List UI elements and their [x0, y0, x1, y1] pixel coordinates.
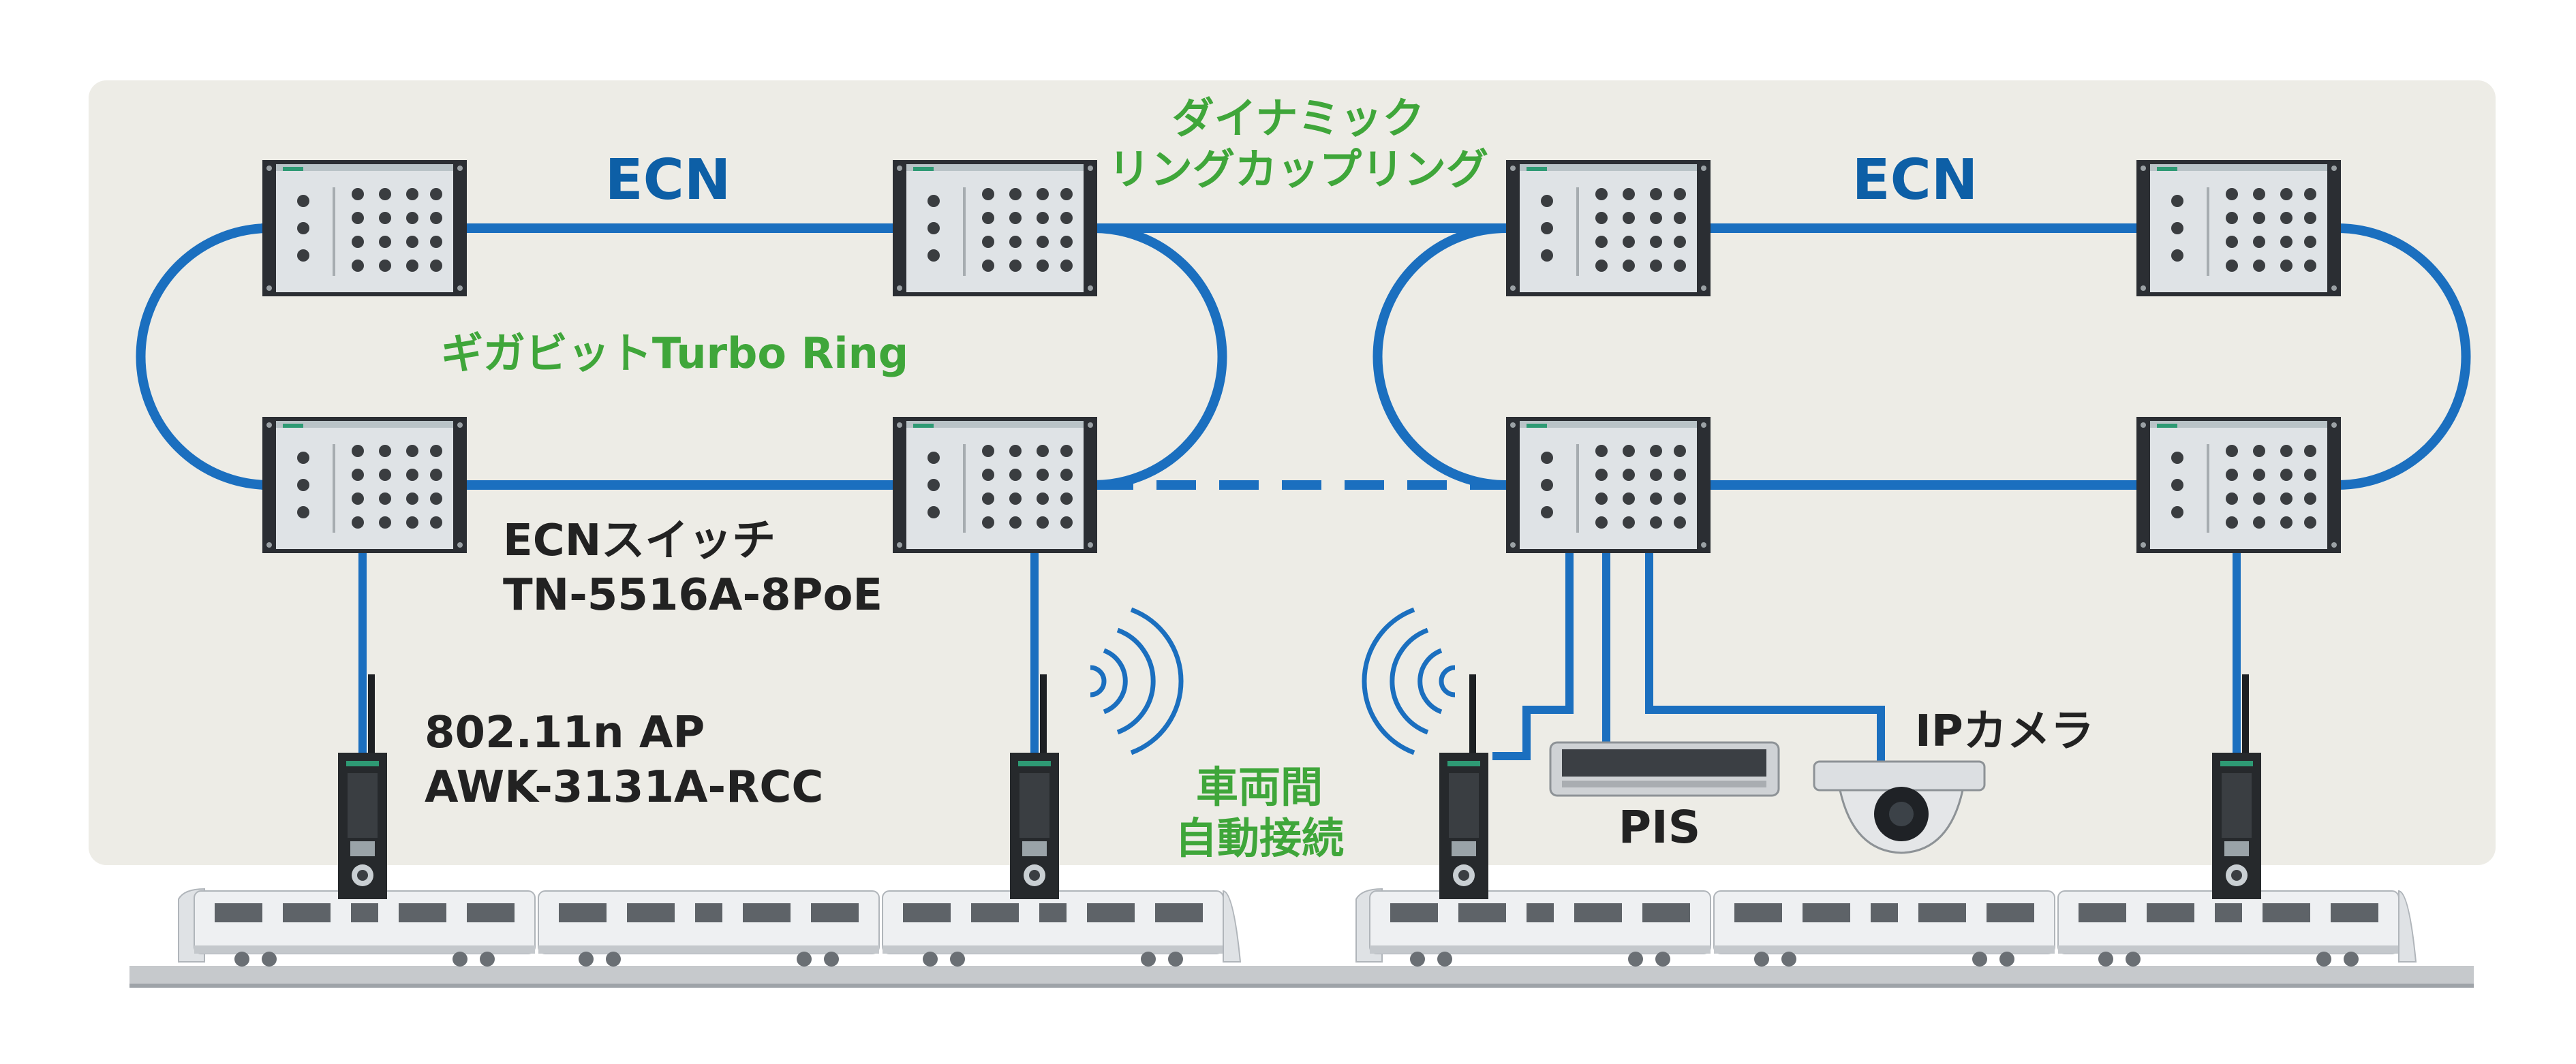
turbo-ring-label: ギガビットTurbo Ring — [441, 328, 908, 378]
dynamic-coupling-label-line1: ダイナミック — [1172, 93, 1425, 143]
ecn-switch-icon — [2135, 159, 2342, 298]
ecn-label-left: ECN — [605, 148, 731, 213]
ecn-switch-icon — [1505, 416, 1712, 554]
ecn-switch-label-line1: ECNスイッチ — [503, 516, 776, 566]
car-link-label-line2: 自動接続 — [1175, 813, 1344, 863]
pis-label: PIS — [1619, 801, 1700, 854]
ecn-switch-icon — [2135, 416, 2342, 554]
drop-links — [358, 552, 2241, 762]
ecn-label-right: ECN — [1852, 148, 1978, 213]
pis-display-icon — [1549, 741, 1780, 797]
ecn-switch-label-line2: TN-5516A-8PoE — [503, 570, 883, 621]
ecn-switch-icon — [1505, 159, 1712, 298]
ip-camera-label: IPカメラ — [1915, 706, 2094, 757]
rail-track — [129, 966, 2474, 984]
rail-shadow — [129, 984, 2474, 988]
left-ring-links — [136, 223, 1227, 490]
ap-label-line1: 802.11n AP — [425, 708, 705, 758]
dynamic-coupling-label-line2: リングカップリング — [1108, 144, 1488, 194]
ecn-switch-icon — [261, 416, 468, 554]
train-icon — [1355, 888, 2417, 967]
ecn-switch-icon — [261, 159, 468, 298]
car-link-label-line1: 車両間 — [1196, 762, 1323, 812]
ecn-switch-icon — [891, 416, 1099, 554]
ecn-switch-icon — [891, 159, 1099, 298]
network-panel — [89, 80, 2496, 865]
right-ring-links — [1373, 223, 2471, 490]
train-icon — [178, 888, 1242, 967]
ip-camera-icon — [1813, 760, 1986, 854]
ap-label-line2: AWK-3131A-RCC — [425, 762, 823, 813]
